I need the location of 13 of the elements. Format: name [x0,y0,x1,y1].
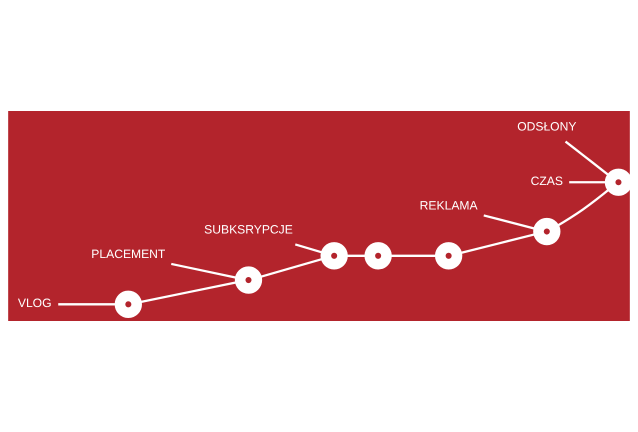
node-circle [435,242,462,270]
node-text: SUBKSRYPCJE [204,222,293,237]
node-circle [533,218,560,246]
node-circle [234,266,262,294]
node-text: REKLAMA [420,198,478,212]
node-text: CZAS [530,174,563,188]
node-circle [364,242,392,270]
node-circle [604,168,630,196]
node-text: ODSŁONY [517,120,576,134]
node-text: VLOG [18,296,52,310]
node-text: PLACEMENT [91,246,166,261]
node-circle [114,290,142,318]
node-circle [320,242,348,270]
